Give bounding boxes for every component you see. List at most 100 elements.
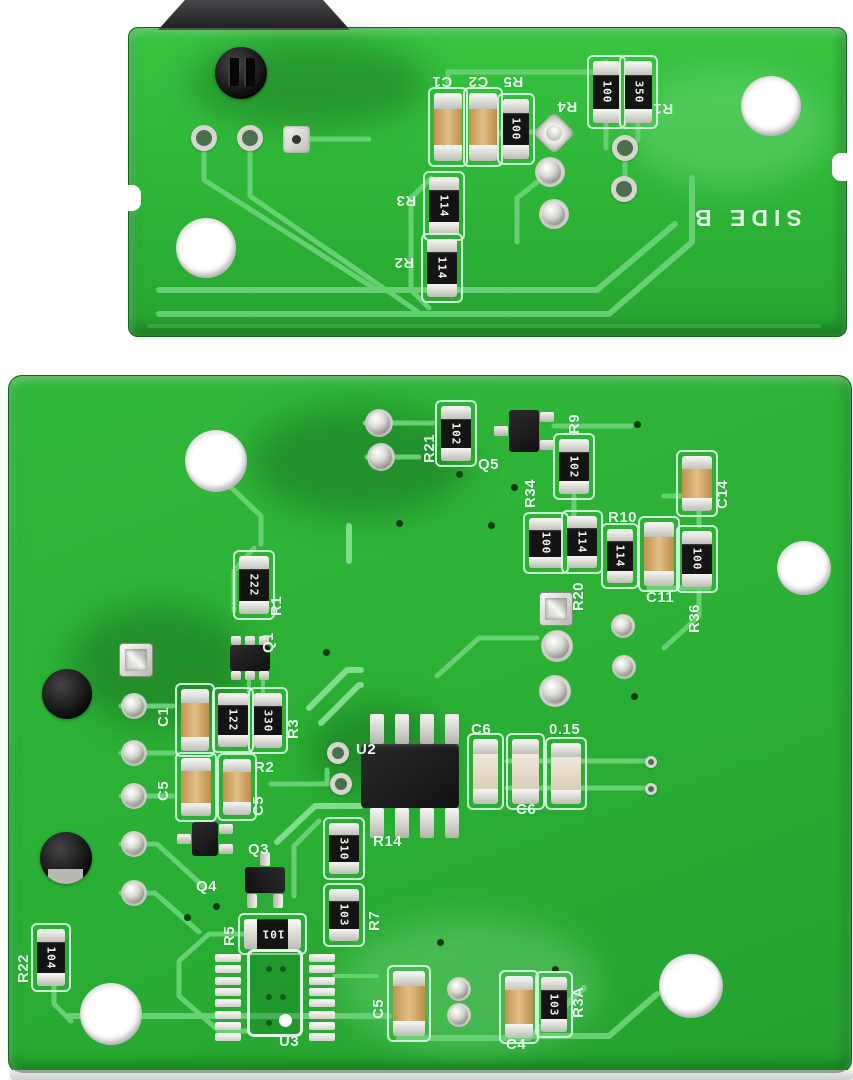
solder-joint [365, 409, 393, 437]
mounting-hole [777, 541, 831, 595]
resistor-R1: 222 [233, 550, 275, 620]
transistor-Q5 [494, 407, 554, 455]
capacitor-C11 [638, 516, 680, 592]
silkscreen-label-C6: C6 [471, 721, 492, 738]
silkscreen-label-R2: R2 [254, 759, 275, 776]
silkscreen-label-R20: R20 [570, 581, 587, 611]
through-hole-pad [191, 125, 217, 151]
edge-notch [127, 185, 141, 211]
through-hole-pad [611, 176, 637, 202]
resistor-R1: 350 [619, 55, 658, 129]
chip-marking: 103 [547, 993, 561, 1016]
silkscreen-label-C5: C5 [155, 780, 172, 801]
silkscreen-label-C5: C5 [250, 795, 267, 816]
test-pad [645, 783, 657, 795]
chip-marking: 101 [261, 927, 284, 941]
silkscreen-label-Q5: Q5 [478, 456, 500, 473]
mounting-hole [659, 954, 723, 1018]
capacitor-C6 [467, 733, 504, 810]
solder-joint [611, 614, 635, 638]
silkscreen-label-C14: C14 [714, 479, 731, 509]
transistor-Q1 [227, 636, 273, 680]
chip-marking: 350 [632, 80, 645, 104]
resistor-R2: 114 [421, 233, 463, 303]
photo-sensor [40, 832, 92, 884]
resistor-R14: 310 [323, 817, 365, 880]
solder-joint [541, 630, 573, 662]
via [631, 693, 638, 700]
chip-marking: 114 [613, 544, 627, 568]
via [511, 484, 518, 491]
via [488, 522, 495, 529]
silkscreen-label-R36: R36 [686, 603, 703, 633]
chip-marking: 330 [261, 709, 275, 732]
chip-marking: 100 [690, 547, 704, 571]
silkscreen-label-Q1: Q1 [260, 631, 277, 653]
chip-marking: 114 [575, 530, 589, 554]
silkscreen-label-R3: R3 [285, 718, 302, 739]
ir-lens [215, 47, 267, 99]
solder-joint [121, 880, 147, 906]
through-hole-pad [330, 773, 352, 795]
silkscreen-label-Q4: Q4 [196, 878, 218, 895]
silkscreen-label-R3: R3 [396, 192, 417, 209]
silkscreen-label-C11: C11 [646, 589, 675, 606]
mounting-hole [741, 76, 801, 136]
silkscreen-label-015: 0.15 [549, 721, 581, 738]
mounting-hole [185, 430, 247, 492]
via [437, 939, 444, 946]
capacitor-C6 [506, 733, 545, 810]
resistor-R7: 103 [323, 883, 365, 947]
chip-marking: 310 [337, 837, 351, 860]
resistor-R3A: 103 [535, 971, 573, 1038]
silkscreen-label-C2: C2 [468, 73, 489, 90]
capacitor-C2 [463, 87, 503, 167]
solder-joint [121, 783, 147, 809]
solder-joint [447, 1003, 471, 1027]
resistor-R21: 102 [435, 400, 477, 467]
via [634, 421, 641, 428]
metal-trimmer [539, 592, 573, 626]
silkscreen-label-C4: C4 [506, 1036, 527, 1053]
silkscreen-label-R4: R4 [557, 98, 578, 115]
chip-marking: 222 [247, 573, 261, 597]
through-hole-pad [327, 742, 349, 764]
via [213, 903, 220, 910]
capacitor-0.15 [545, 737, 587, 810]
transistor-Q4 [242, 852, 288, 908]
capacitor-C4 [499, 970, 539, 1044]
solder-joint [121, 693, 147, 719]
silkscreen-label-R1: R1 [268, 595, 285, 616]
chip-marking: 100 [509, 117, 523, 141]
chip-marking: 114 [437, 194, 451, 218]
chip-marking: 102 [449, 422, 463, 445]
silkscreen-label-C1: C1 [432, 73, 453, 90]
chip-marking: 100 [600, 80, 613, 104]
solder-joint [535, 157, 565, 187]
resistor-R4: 100 [587, 55, 626, 129]
capacitor-C14 [676, 450, 718, 517]
solder-joint [539, 199, 569, 229]
through-hole-pad [612, 135, 638, 161]
solder-joint [121, 740, 147, 766]
capacitor-C5 [175, 752, 217, 822]
resistor-R5: 101 [238, 913, 307, 955]
square-solder-pad [283, 126, 310, 153]
silkscreen-label-C5: C5 [370, 998, 387, 1019]
resistor-R22: 104 [31, 923, 71, 992]
via [184, 914, 191, 921]
via [456, 471, 463, 478]
chip-marking: 102 [567, 455, 581, 478]
solder-joint [447, 977, 471, 1001]
photo-sensor [42, 669, 92, 719]
silkscreen-label-R10: R10 [608, 509, 638, 526]
silkscreen-label-R7: R7 [366, 910, 383, 931]
resistor-R34: 100 [523, 512, 569, 574]
resistor-R20: 114 [561, 510, 603, 574]
chip-marking: 100 [539, 531, 553, 555]
capacitor-C5 [217, 753, 257, 821]
resistor-R36: 100 [676, 525, 718, 593]
resistor-R3: 330 [248, 687, 288, 754]
